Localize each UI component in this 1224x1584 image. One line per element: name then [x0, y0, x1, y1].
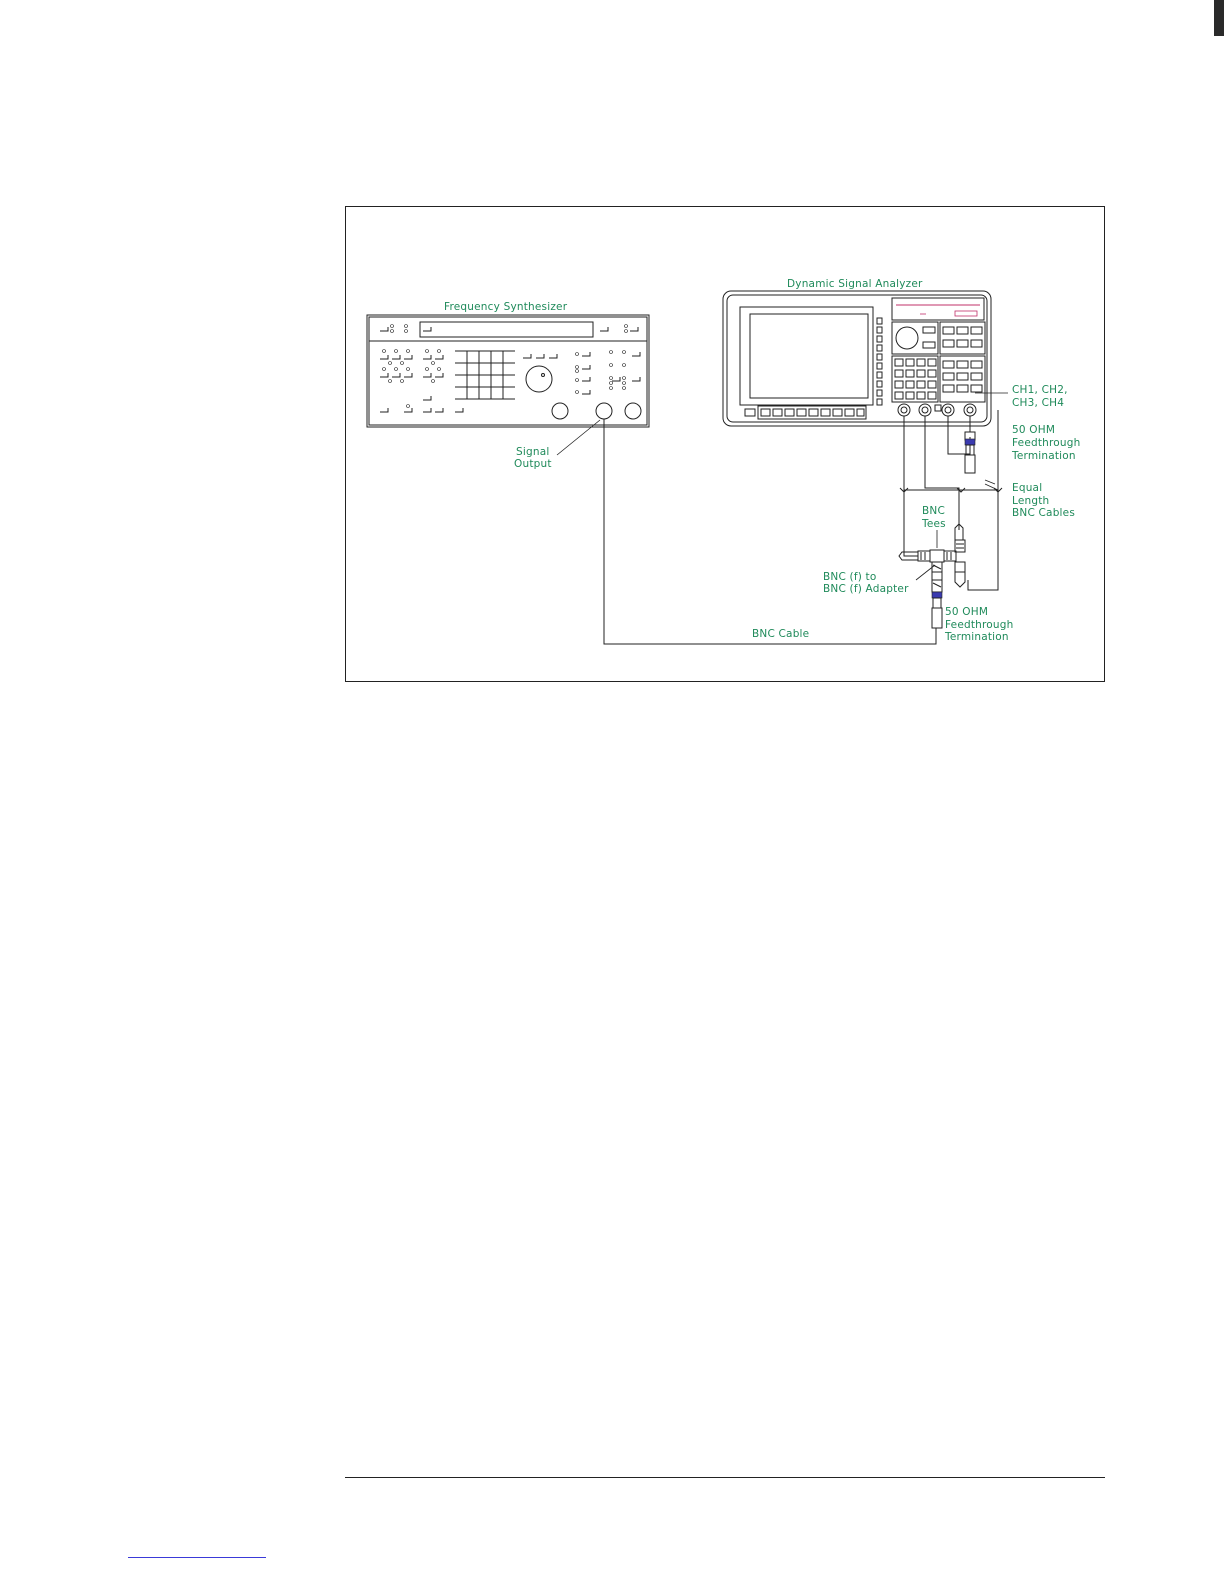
signal-output-label-1: Signal	[516, 446, 549, 458]
channels-label-2: CH3, CH4	[1012, 397, 1064, 409]
bnc-cable-label: BNC Cable	[752, 628, 809, 640]
bnc-tees-label-2: Tees	[921, 518, 946, 530]
equal-length-label-1: Equal	[1012, 482, 1042, 494]
dynamic-signal-analyzer	[723, 291, 991, 426]
termination-top-label-2: Feedthrough	[1012, 437, 1081, 449]
termination-bottom-label-1: 50 OHM	[945, 606, 988, 618]
bnc-tees-label-1: BNC	[922, 505, 945, 517]
bnc-cable-line	[604, 419, 936, 644]
termination-top-label-3: Termination	[1011, 450, 1076, 462]
dynamic-signal-analyzer-label: Dynamic Signal Analyzer	[787, 278, 923, 290]
adapter-label-2: BNC (f) Adapter	[823, 583, 909, 595]
frequency-synthesizer	[367, 315, 649, 427]
adapter-label-1: BNC (f) to	[823, 571, 877, 583]
termination-top-label-1: 50 OHM	[1012, 424, 1055, 436]
footer-rule	[345, 1477, 1105, 1478]
signal-output-label-2: Output	[514, 458, 552, 470]
footer-link-underline[interactable]	[128, 1557, 266, 1558]
equal-length-label-2: Length	[1012, 495, 1049, 507]
termination-bottom-label-3: Termination	[944, 631, 1009, 643]
bnc-tees-assembly	[899, 524, 965, 592]
frequency-synthesizer-label: Frequency Synthesizer	[444, 301, 568, 313]
channels-label-1: CH1, CH2,	[1012, 384, 1068, 396]
termination-bottom-label-2: Feedthrough	[945, 619, 1014, 631]
equal-length-label-3: BNC Cables	[1012, 507, 1075, 519]
termination-bottom	[932, 592, 942, 628]
